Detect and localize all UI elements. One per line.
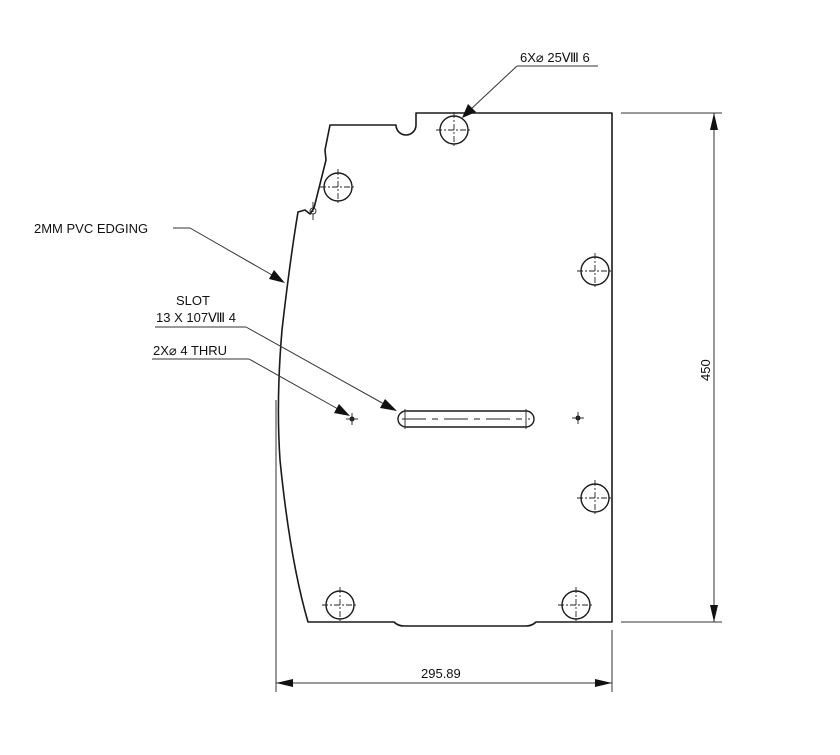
leader-thru-holes (152, 358, 350, 416)
hole-right-upper (577, 253, 613, 289)
leader-holes (462, 65, 598, 118)
hole-upper-left (320, 169, 356, 205)
dimension-width (275, 400, 613, 692)
callout-pvc-edging: 2MM PVC EDGING (34, 221, 148, 236)
dimension-height-label: 450 (698, 359, 713, 381)
hole-bottom-right (558, 587, 594, 623)
hole-right-lower (577, 480, 613, 516)
dimension-width-label: 295.89 (421, 666, 461, 681)
callout-slot-spec: 13 X 107Ⅷ 4 (156, 310, 236, 325)
callout-thru-holes: 2X⌀ 4 THRU (153, 343, 227, 358)
small-hole-left (346, 413, 358, 425)
small-hole-right (572, 412, 584, 424)
part-outline (277, 112, 613, 627)
hole-bottom-left (322, 587, 358, 623)
callout-holes: 6X⌀ 25Ⅷ 6 (520, 50, 590, 65)
mounting-holes (320, 112, 613, 623)
leader-slot (155, 326, 397, 411)
slot (397, 409, 535, 429)
small-holes (309, 202, 584, 425)
tiny-mark-upper-left (309, 202, 317, 220)
dimension-height (621, 112, 722, 623)
callout-slot-title: SLOT (176, 293, 210, 308)
leader-pvc-edging (173, 227, 285, 283)
hole-top (436, 112, 472, 148)
